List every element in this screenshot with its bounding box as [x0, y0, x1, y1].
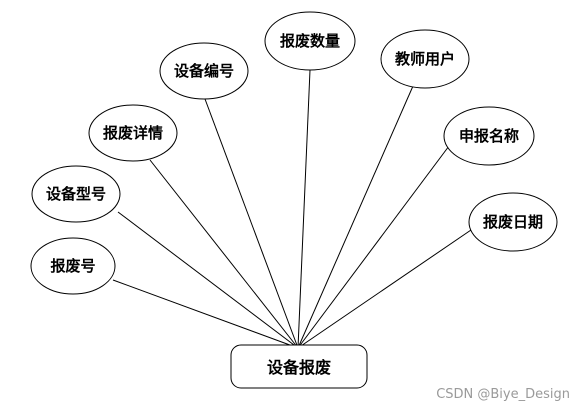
- attribute-label-scrap-qty: 报废数量: [280, 32, 340, 50]
- attribute-scrap-date: 报废日期: [468, 192, 558, 252]
- connector-scrap-qty: [297, 69, 311, 349]
- connector-apply-name: [297, 145, 450, 349]
- attribute-ellipse-scrap-date: [468, 192, 558, 252]
- connectors: [112, 69, 472, 349]
- connector-teacher-user: [297, 85, 414, 349]
- attribute-device-model: 设备型号: [31, 165, 121, 223]
- entity-box: [230, 344, 368, 389]
- connector-device-no: [204, 98, 299, 349]
- attribute-teacher-user: 教师用户: [380, 29, 470, 89]
- attribute-ellipse-scrap-no: [30, 237, 116, 295]
- attribute-label-scrap-date: 报废日期: [483, 213, 543, 231]
- entity-label: 设备报废: [267, 358, 331, 377]
- connector-device-model: [117, 211, 299, 349]
- attribute-label-scrap-detail: 报废详情: [103, 124, 163, 142]
- attribute-scrap-qty: 报废数量: [264, 11, 356, 71]
- attribute-ellipse-device-no: [159, 42, 249, 100]
- attribute-ellipse-scrap-qty: [264, 11, 356, 71]
- attribute-ellipse-teacher-user: [380, 29, 470, 89]
- attribute-scrap-no: 报废号: [30, 237, 116, 295]
- attribute-label-teacher-user: 教师用户: [394, 50, 455, 68]
- attribute-ellipse-apply-name: [443, 106, 535, 166]
- connector-scrap-date: [297, 229, 472, 349]
- attribute-label-apply-name: 申报名称: [459, 127, 519, 145]
- attribute-ellipse-scrap-detail: [88, 104, 178, 162]
- entity-group: 设备报废: [230, 344, 368, 389]
- attribute-label-scrap-no: 报废号: [50, 257, 95, 275]
- attribute-ellipse-device-model: [31, 165, 121, 223]
- attribute-scrap-detail: 报废详情: [88, 104, 178, 162]
- attribute-label-device-model: 设备型号: [46, 185, 106, 203]
- watermark: CSDN @Biye_Design: [436, 387, 570, 402]
- connector-scrap-detail: [149, 159, 299, 349]
- connector-scrap-no: [112, 279, 299, 349]
- attribute-label-device-no: 设备编号: [174, 62, 234, 80]
- attribute-apply-name: 申报名称: [443, 106, 535, 166]
- attribute-device-no: 设备编号: [159, 42, 249, 100]
